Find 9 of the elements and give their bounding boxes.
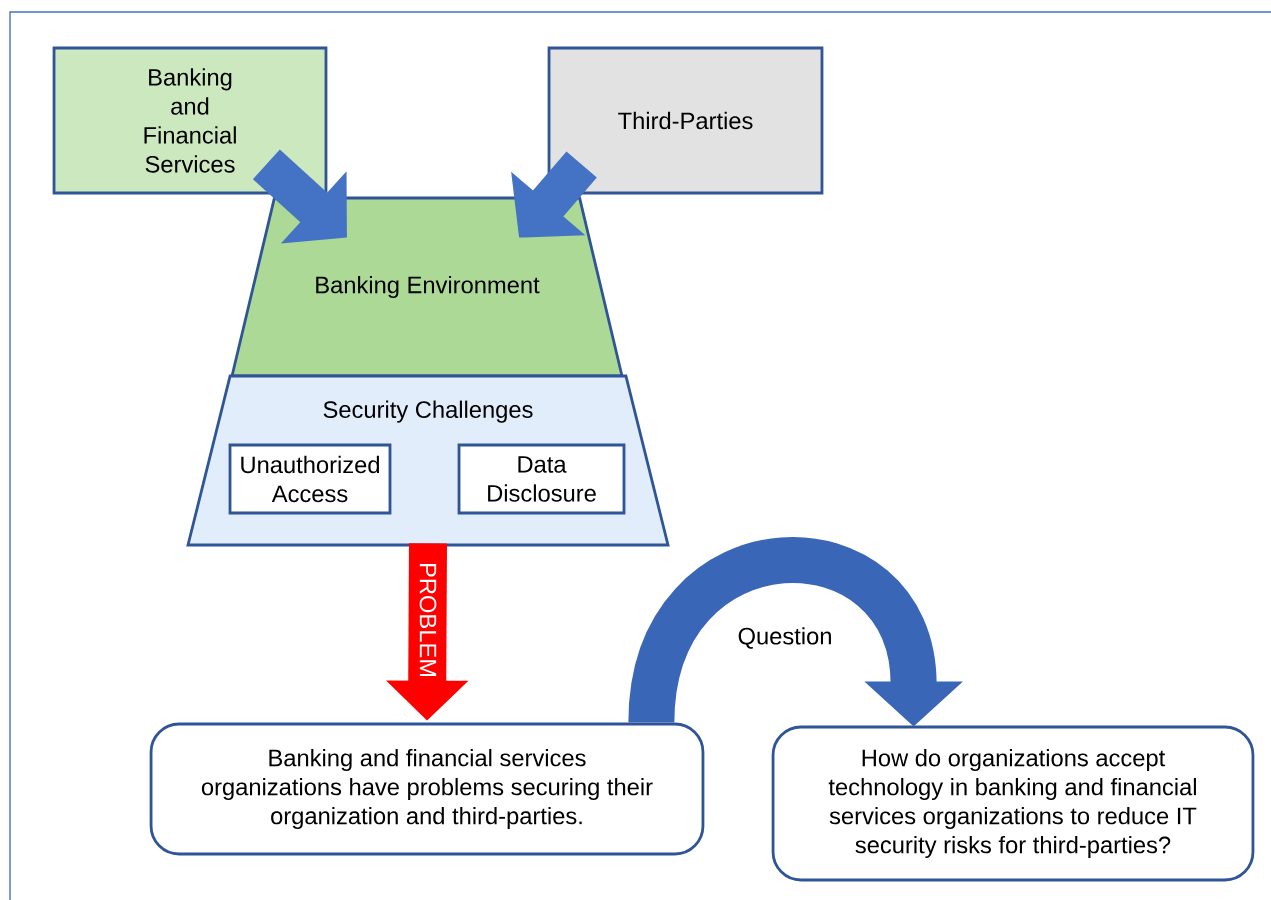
edge-label: PROBLEM <box>419 563 437 677</box>
rounded-box: How do organizations accept technology in banking and financial services organizations to reduce IT security risks for third-parties? <box>771 725 1255 882</box>
edge-label: Question <box>738 627 831 649</box>
box: Unauthorized Access <box>228 443 392 515</box>
rounded-box: Banking and financial services organizations have problems securing their organization and third-parties. <box>149 722 705 856</box>
trapezoid: Banking Environment <box>230 196 624 378</box>
box: Banking and Financial Services <box>52 46 328 195</box>
box: Data Disclosure <box>457 443 626 515</box>
box: Third-Parties <box>547 46 824 195</box>
